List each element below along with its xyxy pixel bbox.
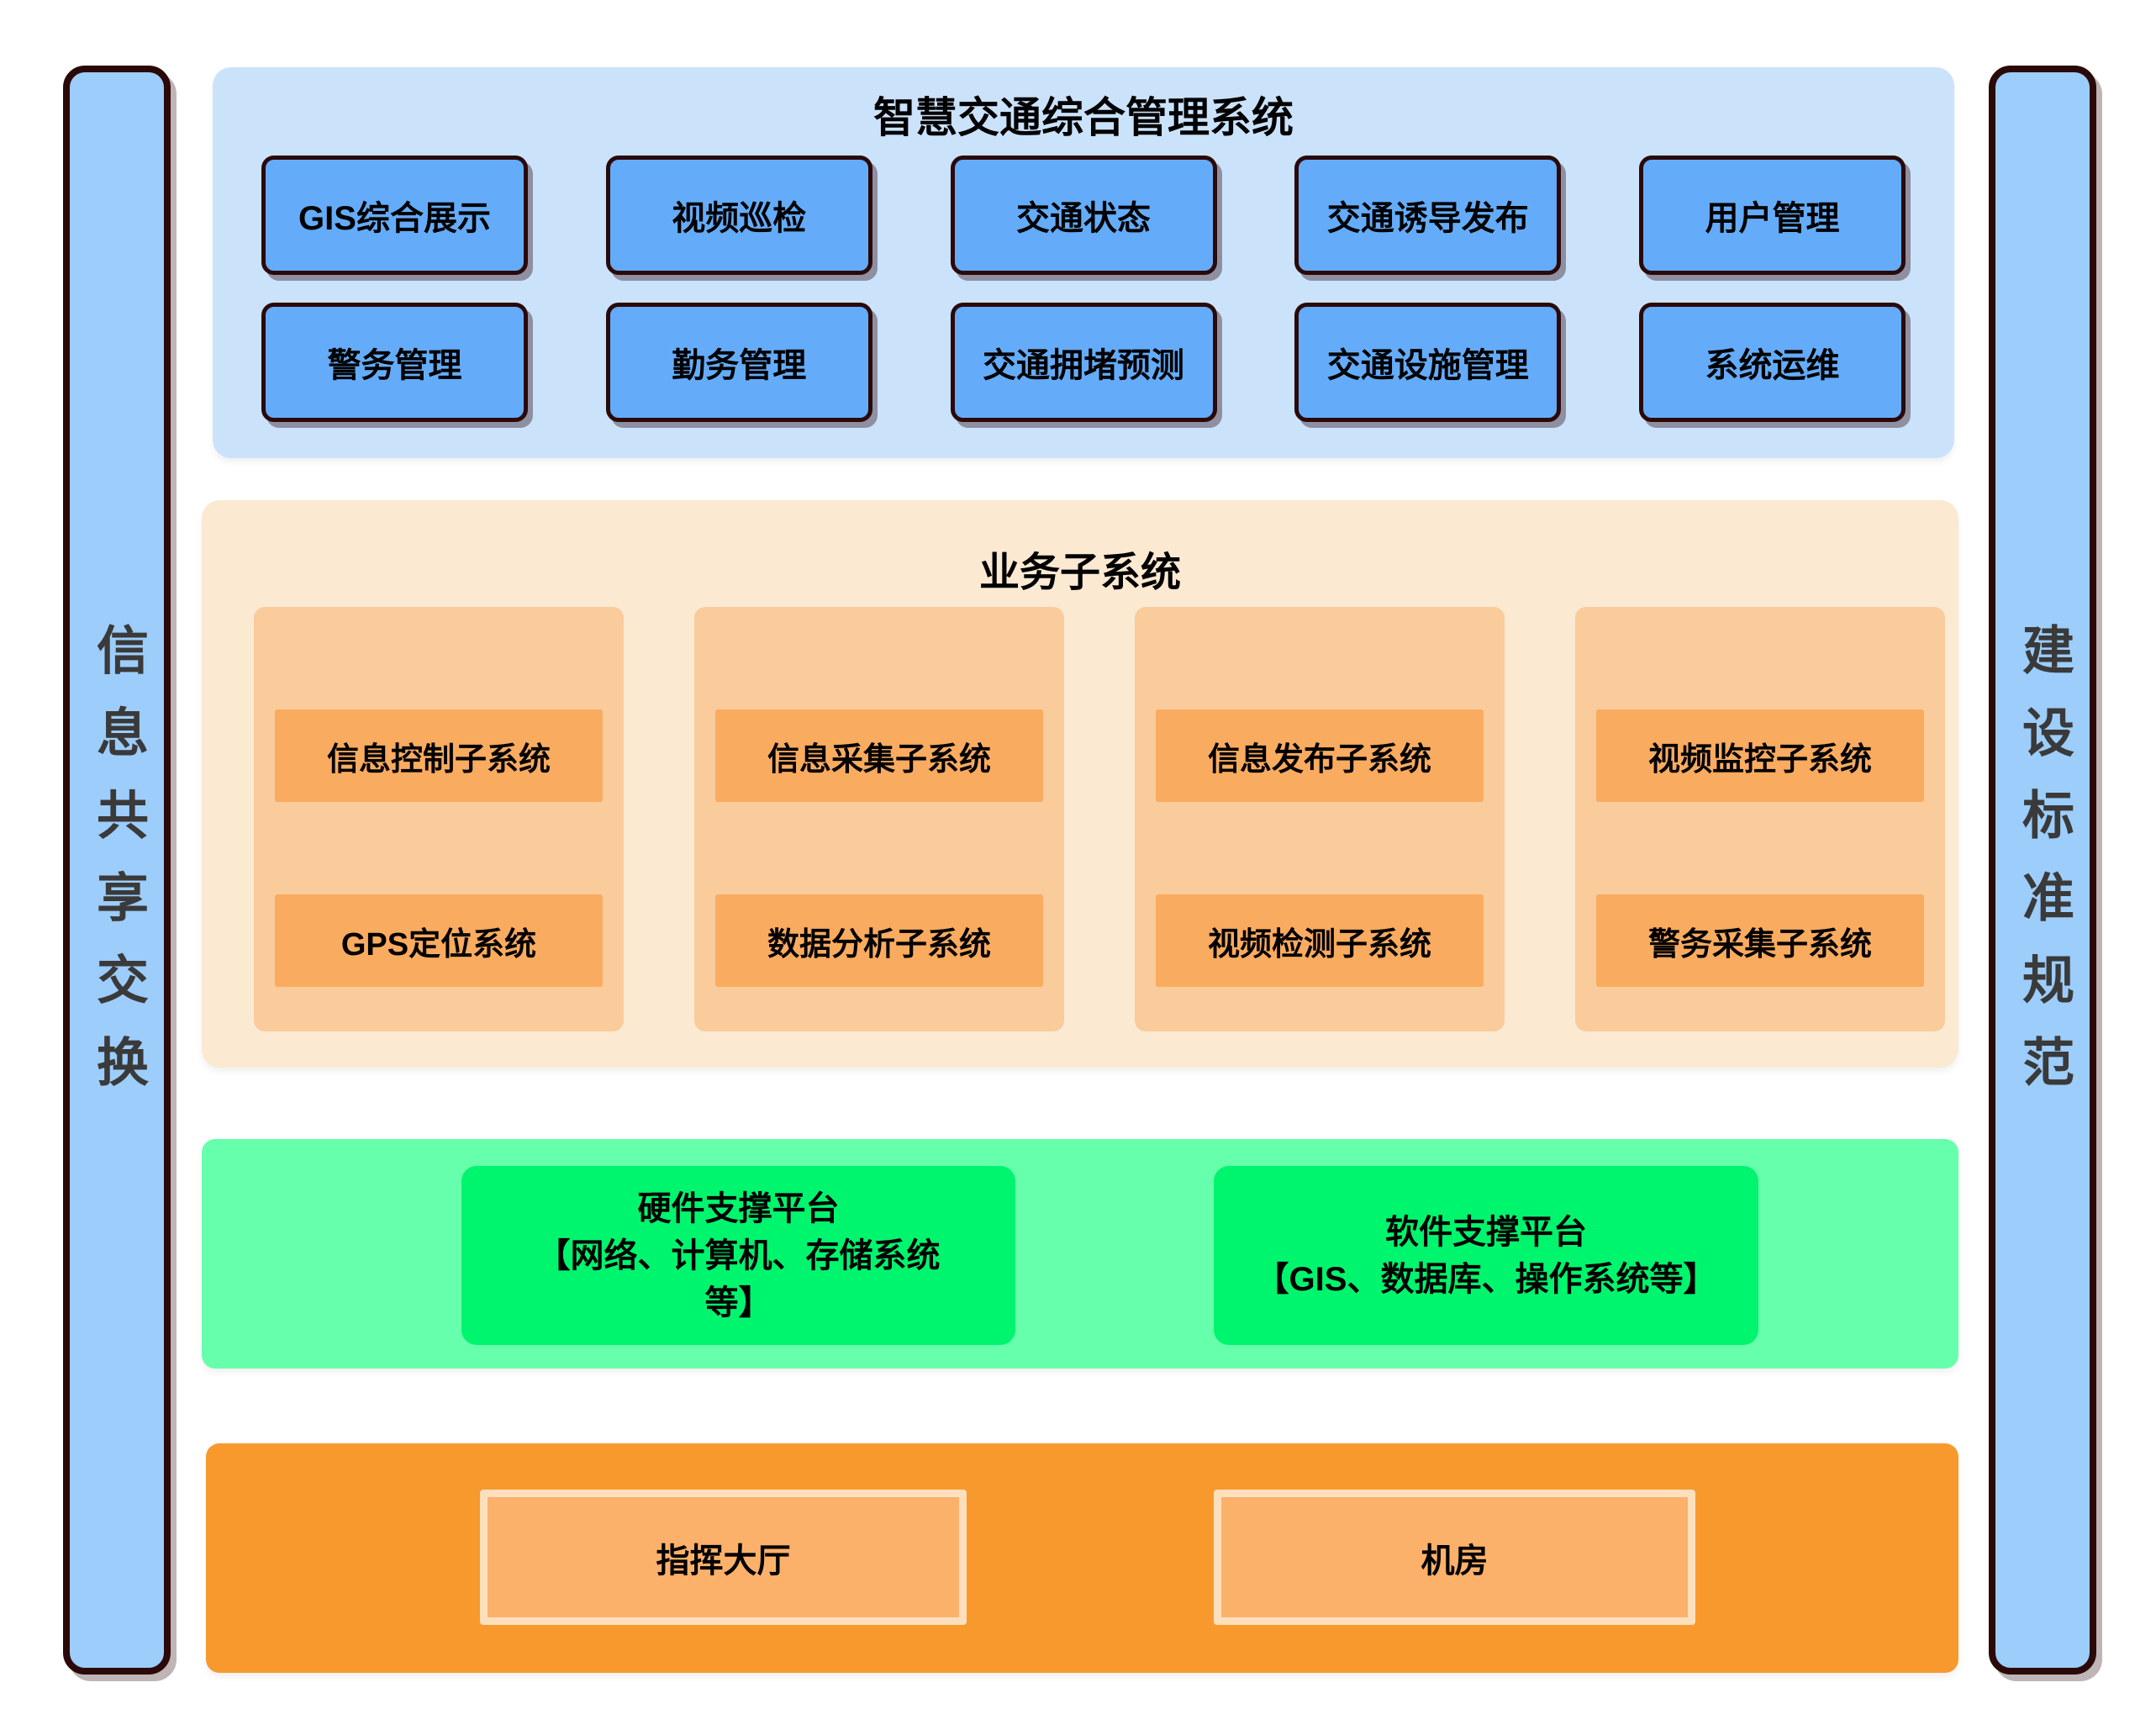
subsystem-info-collection: 信息采集子系统 [715, 709, 1043, 802]
software-platform-line: 软件支撑平台 [1385, 1213, 1587, 1251]
hardware-platform-line: 【网络、计算机、存储系统 [536, 1237, 941, 1274]
subsystem-video-detection: 视频检测子系统 [1156, 894, 1484, 987]
app-row-1: GIS综合展示 视频巡检 交通状态 交通诱导发布 用户管理 [213, 156, 1954, 275]
hardware-platform-box: 硬件支撑平台 【网络、计算机、存储系统 等】 [461, 1166, 1015, 1345]
business-subsystem-section: 业务子系统 信息控制子系统 GPS定位系统 信息采集子系统 数据分析子系统 信息… [202, 500, 1958, 1068]
app-box-duty-management: 勤务管理 [605, 303, 872, 422]
subsystem-gps-positioning: GPS定位系统 [275, 894, 603, 987]
app-box-police-management: 警务管理 [261, 303, 528, 422]
subsystem-data-analysis: 数据分析子系统 [715, 894, 1043, 987]
construction-standards-label: 建设标准规范 [2014, 623, 2072, 1117]
subsystem-video-surveillance: 视频监控子系统 [1596, 709, 1924, 802]
facility-section: 指挥大厅 机房 [206, 1443, 1958, 1673]
support-platform-section: 硬件支撑平台 【网络、计算机、存储系统 等】 软件支撑平台 【GIS、数据库、操… [202, 1139, 1958, 1369]
app-box-user-management: 用户管理 [1639, 156, 1906, 275]
business-groups: 信息控制子系统 GPS定位系统 信息采集子系统 数据分析子系统 信息发布子系统 … [254, 607, 1945, 1031]
info-sharing-exchange-label: 信息共享交换 [88, 623, 146, 1117]
subsystem-info-control: 信息控制子系统 [275, 709, 603, 802]
business-subsystem-title: 业务子系统 [978, 551, 1181, 595]
info-sharing-exchange-bar: 信息共享交换 [63, 66, 171, 1675]
business-group-2: 信息采集子系统 数据分析子系统 [694, 607, 1064, 1031]
business-group-1: 信息控制子系统 GPS定位系统 [254, 607, 624, 1031]
business-group-3: 信息发布子系统 视频检测子系统 [1135, 607, 1505, 1031]
app-box-guidance-publish: 交通诱导发布 [1294, 156, 1562, 275]
software-platform-line: 【GIS、数据库、操作系统等】 [1255, 1260, 1717, 1298]
business-group-4: 视频监控子系统 警务采集子系统 [1575, 607, 1945, 1031]
software-platform-box: 软件支撑平台 【GIS、数据库、操作系统等】 [1214, 1166, 1758, 1345]
app-row-2: 警务管理 勤务管理 交通拥堵预测 交通设施管理 系统运维 [213, 303, 1954, 422]
app-box-gis-display: GIS综合展示 [261, 156, 528, 275]
hardware-platform-line: 硬件支撑平台 [637, 1189, 840, 1227]
management-system-title: 智慧交通综合管理系统 [873, 94, 1294, 141]
construction-standards-bar: 建设标准规范 [1989, 66, 2096, 1675]
management-system-section: 智慧交通综合管理系统 GIS综合展示 视频巡检 交通状态 交通诱导发布 用户管理… [213, 67, 1954, 458]
subsystem-police-collection: 警务采集子系统 [1596, 894, 1924, 987]
command-hall-box: 指挥大厅 [480, 1490, 967, 1625]
machine-room-box: 机房 [1214, 1490, 1695, 1625]
app-box-system-operations: 系统运维 [1639, 303, 1906, 422]
app-box-video-patrol: 视频巡检 [605, 156, 872, 275]
hardware-platform-line: 等】 [704, 1284, 772, 1321]
app-box-traffic-status: 交通状态 [950, 156, 1217, 275]
app-box-congestion-prediction: 交通拥堵预测 [950, 303, 1217, 422]
app-box-facility-management: 交通设施管理 [1294, 303, 1562, 422]
subsystem-info-publish: 信息发布子系统 [1156, 709, 1484, 802]
